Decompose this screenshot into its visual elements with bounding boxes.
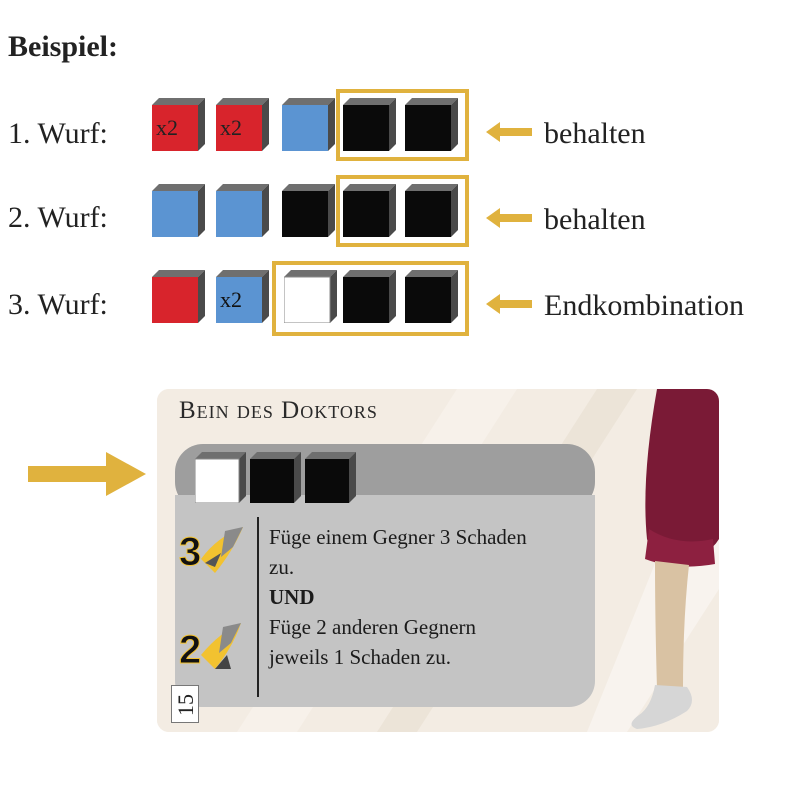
effect-text: Füge einem Gegner 3 Schaden zu. UND Füge… — [269, 522, 594, 672]
die-black — [343, 270, 396, 323]
effect-panel — [175, 495, 595, 707]
die-black — [405, 270, 458, 323]
die-multiplier-label: x2 — [220, 115, 242, 140]
arrow-left-icon — [486, 208, 532, 228]
arrow-left-icon — [486, 122, 532, 142]
effect-divider — [257, 517, 259, 697]
roll-label: 3. Wurf: — [8, 288, 108, 321]
roll-label: 2. Wurf: — [8, 201, 108, 234]
damage-3-label: 3 — [179, 530, 201, 574]
ability-card: Bein des Doktors 3 2 Füge einem Gegner 3… — [157, 389, 719, 732]
keep-box — [336, 175, 469, 247]
arrow-right-icon — [28, 452, 146, 496]
die-blue — [152, 184, 205, 237]
arrow-left-icon — [486, 294, 532, 314]
effect-line: jeweils 1 Schaden zu. — [269, 645, 451, 669]
roll-status: behalten — [544, 203, 646, 236]
effect-line: Füge 2 anderen Gegnern — [269, 615, 477, 639]
die-blue — [216, 184, 269, 237]
roll-status: Endkombination — [544, 289, 744, 322]
keep-box — [272, 261, 469, 336]
die-black — [405, 184, 458, 237]
requirement-die-black — [305, 452, 357, 504]
die-multiplier-label: x2 — [156, 115, 178, 140]
effect-line: zu. — [269, 555, 295, 579]
roll-status: behalten — [544, 117, 646, 150]
keep-box — [336, 89, 469, 161]
card-number: 15 — [171, 685, 199, 723]
card-number-label: 15 — [173, 694, 198, 716]
damage-2-label: 2 — [179, 628, 201, 672]
roll-label: 1. Wurf: — [8, 117, 108, 150]
damage-2-icon: 2 — [179, 623, 241, 673]
die-black — [282, 184, 335, 237]
leg-illustration — [631, 389, 719, 729]
die-blue: x2 — [216, 270, 269, 323]
die-multiplier-label: x2 — [220, 287, 242, 312]
damage-3-icon: 3 — [179, 527, 243, 575]
die-red: x2 — [152, 98, 205, 151]
requirement-die-black — [250, 452, 302, 504]
die-white — [284, 270, 337, 323]
effect-line: Füge einem Gegner 3 Schaden — [269, 525, 527, 549]
requirement-die-white — [195, 452, 247, 504]
heading: Beispiel: — [8, 30, 118, 63]
card-title: Bein des Doktors — [179, 397, 378, 424]
die-red: x2 — [216, 98, 269, 151]
effect-line: UND — [269, 585, 315, 609]
die-black — [343, 98, 396, 151]
die-black — [343, 184, 396, 237]
die-red — [152, 270, 205, 323]
die-blue — [282, 98, 335, 151]
die-black — [405, 98, 458, 151]
